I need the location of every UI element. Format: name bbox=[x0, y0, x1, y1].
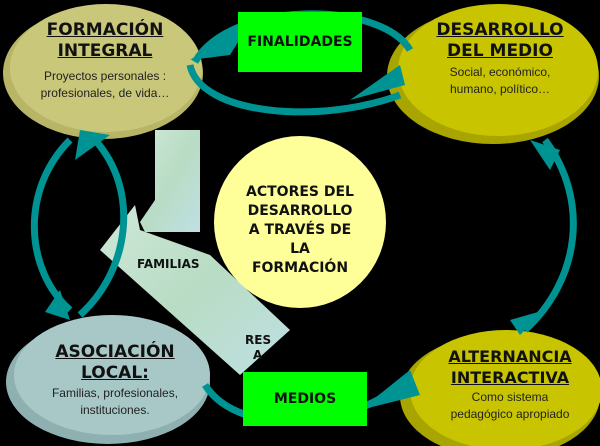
alternancia-ellipse-top bbox=[410, 330, 600, 446]
desarrollo-medio-node: DESARROLLO DEL MEDIO Social, económico, … bbox=[425, 20, 575, 98]
families-arrow-shape bbox=[140, 130, 200, 232]
node-subtitle: Proyectos personales : profesionales, de… bbox=[40, 69, 170, 100]
formacion-integral-node: FORMACIÓN INTEGRAL Proyectos personales … bbox=[20, 20, 190, 102]
node-title: DESARROLLO DEL MEDIO bbox=[436, 20, 564, 61]
desarrollo-ellipse-top bbox=[398, 4, 598, 136]
formacion-ellipse-top bbox=[10, 4, 202, 132]
center-circle bbox=[214, 136, 386, 308]
asociacion-local-node: ASOCIACIÓN LOCAL: Familias, profesionale… bbox=[35, 342, 195, 419]
familias-label: FAMILIAS bbox=[137, 257, 200, 271]
families-band-shape bbox=[100, 205, 290, 375]
asociacion-ellipse-top bbox=[14, 315, 210, 435]
center-title: ACTORES DEL DESARROLLO A TRAVÉS DE LA FO… bbox=[246, 184, 354, 276]
node-subtitle: Social, económico, humano, político… bbox=[449, 65, 551, 96]
node-subtitle: Familias, profesionales, instituciones. bbox=[51, 386, 179, 417]
node-title: FORMACIÓN INTEGRAL bbox=[46, 20, 164, 61]
res-label: RES bbox=[245, 333, 272, 347]
node-subtitle: Como sistema pedagógico apropiado bbox=[450, 390, 570, 421]
medios-box: MEDIOS bbox=[243, 372, 367, 426]
node-title: ALTERNANCIA INTERACTIVA bbox=[448, 347, 572, 387]
node-title: ASOCIACIÓN LOCAL: bbox=[55, 342, 175, 383]
alternancia-interactiva-node: ALTERNANCIA INTERACTIVA Como sistema ped… bbox=[435, 346, 585, 423]
a-label: A bbox=[253, 348, 263, 362]
finalidades-box: FINALIDADES bbox=[238, 12, 362, 72]
